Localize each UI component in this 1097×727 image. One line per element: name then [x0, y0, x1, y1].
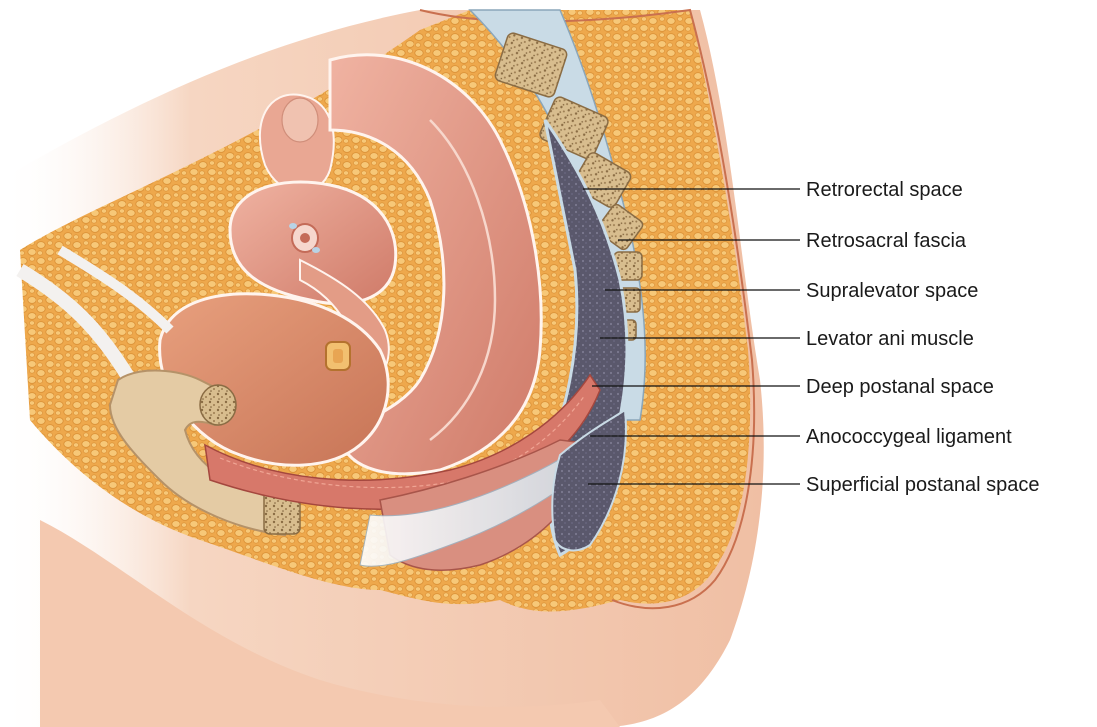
rectum — [328, 53, 543, 476]
label-levator-ani-muscle: Levator ani muscle — [806, 328, 974, 350]
pubic-bone — [108, 369, 301, 537]
superficial-postanal-space-region — [551, 408, 627, 552]
skin-edge — [419, 8, 756, 610]
label-supralevator-space: Supralevator space — [806, 280, 978, 302]
round-ligament — [16, 263, 137, 384]
leader-lines — [583, 188, 800, 485]
abdomen-skin — [40, 520, 620, 727]
label-list: Retrorectal space Retrosacral fascia Sup… — [806, 179, 1039, 496]
rectum-inner-wall — [429, 119, 497, 441]
label-retrorectal-space: Retrorectal space — [806, 179, 963, 201]
label-superficial-postanal-space: Superficial postanal space — [806, 474, 1039, 496]
label-deep-postanal-space: Deep postanal space — [806, 376, 994, 398]
label-anococcygeal-ligament: Anococcygeal ligament — [806, 426, 1012, 448]
uterus-group — [228, 93, 398, 306]
label-retrosacral-fascia: Retrosacral fascia — [806, 230, 967, 252]
